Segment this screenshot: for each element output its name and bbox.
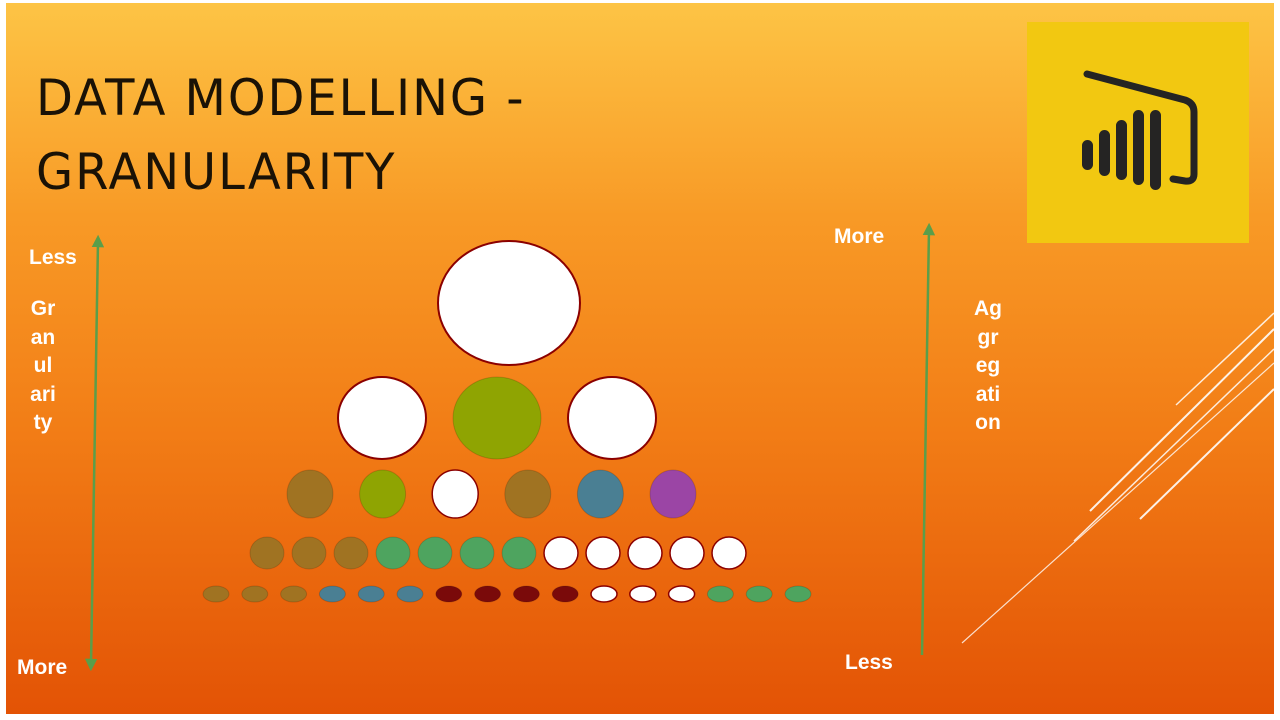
pyramid-circle [280,585,308,603]
aggregation-bottom-label: Less [845,651,893,674]
pyramid-circle [452,376,542,460]
pyramid-circle [585,536,621,570]
pyramid-circle [318,585,346,603]
pyramid-circle [474,585,502,603]
pyramid-circle [711,536,747,570]
granularity-top-label: Less [29,246,77,269]
granularity-bottom-label: More [17,656,68,679]
pyramid-circle [627,536,663,570]
pyramid-circle [291,536,327,570]
pyramid-circle [543,536,579,570]
pyramid-circle [669,536,705,570]
pyramid-circle [590,585,618,603]
pyramid-circle [459,536,495,570]
pyramid-circle [512,585,540,603]
granularity-pyramid-diagram [202,240,812,603]
pyramid-circle [437,240,581,366]
axis-arrows [84,222,936,672]
pyramid-circle [504,469,552,519]
decorative-lines [961,312,1274,644]
slide: DATA MODELLING - GRANULARITY Less More G… [6,3,1274,714]
pyramid-circle [784,585,812,603]
pyramid-circle [417,536,453,570]
pyramid-circle [202,585,230,603]
pyramid-circle [241,585,269,603]
pyramid-circle [431,469,479,519]
pyramid-circle [357,585,385,603]
pyramid-circle [435,585,463,603]
pyramid-circle [667,585,696,603]
pyramid-circle [375,536,411,570]
granularity-axis-word: Granularity [30,297,56,434]
power-bi-logo-icon [1027,22,1249,243]
pyramid-circle [333,536,369,570]
pyramid-circle [706,585,734,603]
pyramid-circle [286,469,334,519]
pyramid-circle [501,536,537,570]
aggregation-axis-arrow [920,222,936,656]
pyramid-circle [337,376,427,460]
pyramid-circle [649,469,697,519]
slide-title: DATA MODELLING - GRANULARITY [36,69,526,201]
aggregation-top-label: More [834,225,885,248]
pyramid-circle [745,585,773,603]
pyramid-circle [567,376,657,460]
granularity-axis-arrow [84,234,105,672]
pyramid-circle [249,536,285,570]
aggregation-axis-word: Aggregation [974,297,1002,434]
pyramid-circle [359,469,407,519]
pyramid-circle [629,585,657,603]
pyramid-circle [396,585,424,603]
pyramid-circle [576,469,624,519]
pyramid-circle [551,585,579,603]
